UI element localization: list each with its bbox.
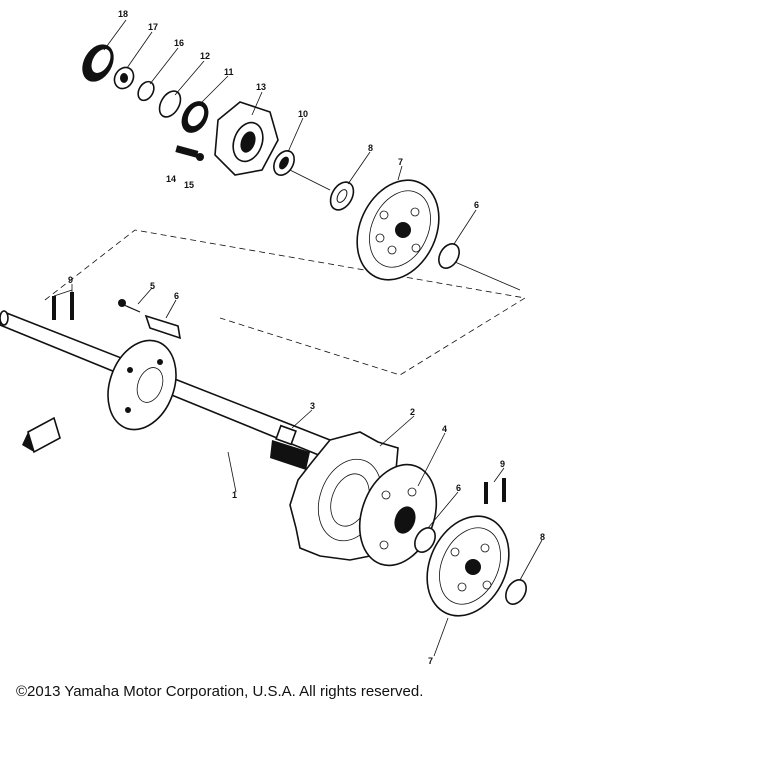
spring-pin-9-left [52,289,74,320]
circlip-12 [158,90,182,118]
callout-14: 14 [166,174,176,184]
idler-wheel-7-upper [356,179,440,281]
bolt-5 [118,299,141,313]
callout-10: 10 [298,109,308,119]
callout-2: 2 [410,407,415,417]
callout-17: 17 [148,22,158,32]
spacer-8-upper [329,181,355,211]
callout-9-right: 9 [500,459,505,469]
spacer-8-lower [505,579,527,605]
idler-wheel-7-lower [426,515,510,617]
callout-11: 11 [224,67,234,77]
callout-5: 5 [150,281,155,291]
callout-labels: 18 17 16 12 11 13 10 8 7 6 14 15 9 5 6 3… [68,9,545,666]
bracket-6-mid [144,314,182,340]
spacer-6-upper [438,243,460,269]
callout-1: 1 [232,490,237,500]
bearing-housing-13 [214,101,279,176]
callout-8-upper: 8 [368,143,373,153]
flange-plate [107,339,177,431]
nut-17 [113,66,135,90]
callout-9-left: 9 [68,275,73,285]
copyright-notice: ©2013 Yamaha Motor Corporation, U.S.A. A… [16,683,424,700]
bearing-11 [181,101,209,133]
callout-7-upper: 7 [398,157,403,167]
callout-12: 12 [200,51,210,61]
callout-13: 13 [256,82,266,92]
callout-18: 18 [118,9,128,19]
callout-7-lower: 7 [428,656,433,666]
washer-16 [137,80,155,102]
oil-seal-18 [82,44,114,82]
callout-6-lower: 6 [456,483,461,493]
bolt-14 [175,145,204,161]
callout-6-upper: 6 [474,200,479,210]
spacer-6-lower [414,527,436,553]
collar-3 [275,424,297,446]
front-arrow-icon [22,416,61,454]
seal-10 [273,150,295,176]
spring-pin-9-right [484,478,506,504]
callout-4: 4 [442,424,447,434]
callout-15: 15 [184,180,194,190]
callout-8-lower: 8 [540,532,545,542]
callout-3: 3 [310,401,315,411]
callout-6-mid: 6 [174,291,179,301]
leader-lines [71,19,543,657]
callout-16: 16 [174,38,184,48]
